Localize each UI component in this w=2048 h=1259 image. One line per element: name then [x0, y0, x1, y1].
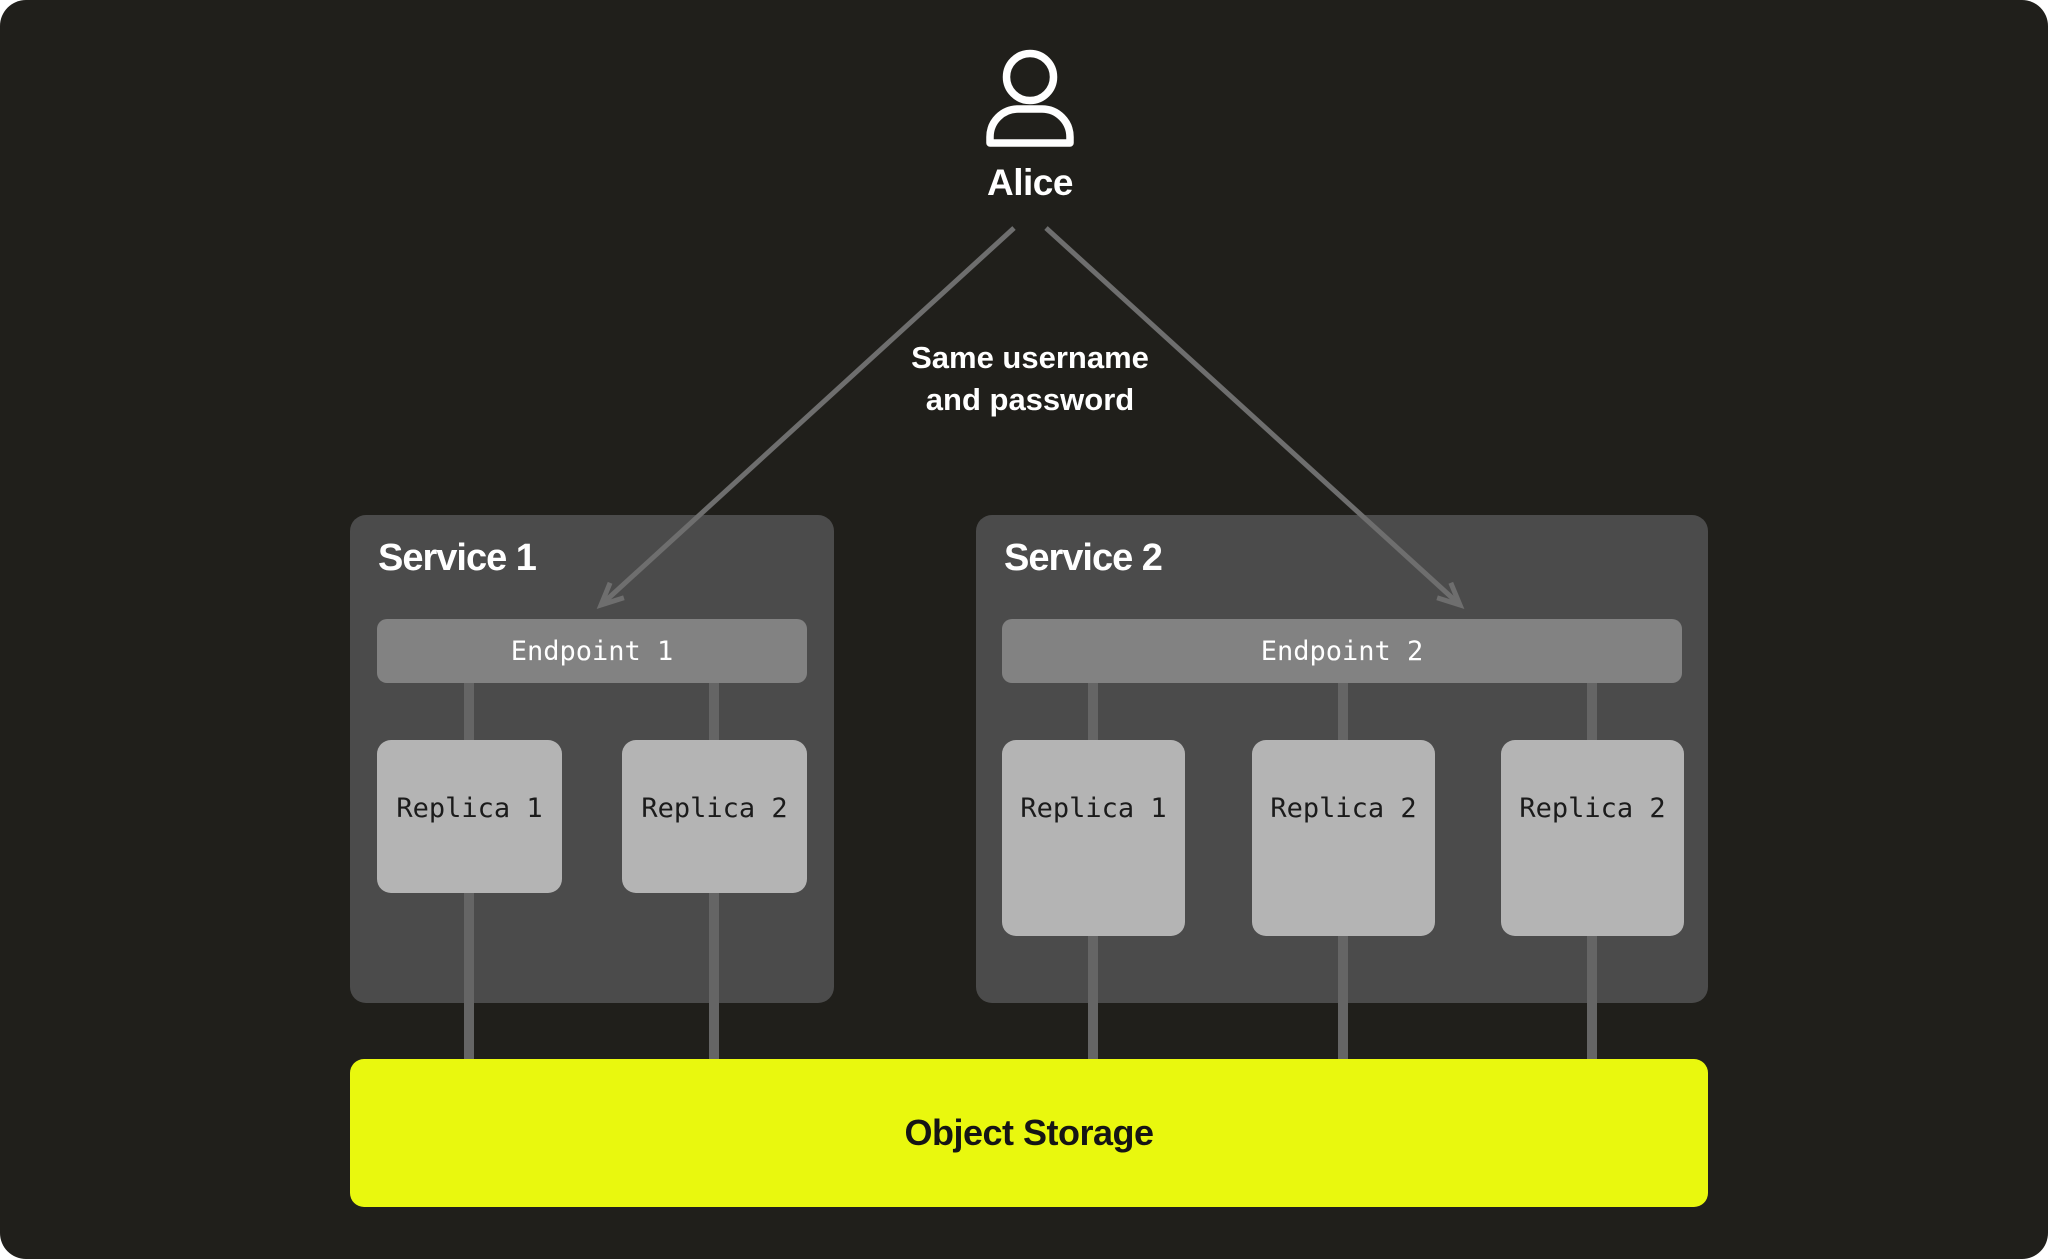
- service-1-endpoint: Endpoint 1: [377, 619, 807, 683]
- service-1-replica-1: Replica 1: [377, 740, 562, 893]
- object-storage-label: Object Storage: [904, 1112, 1154, 1153]
- object-storage-bar: Object Storage: [350, 1059, 1708, 1207]
- service-2-title: Service 2: [1004, 537, 1163, 579]
- service-2-replica-3: Replica 2: [1501, 740, 1684, 936]
- service-1-title: Service 1: [378, 537, 537, 579]
- service-2-panel: Service 2 Endpoint 2 Replica 1 Replica 2…: [976, 515, 1708, 1003]
- service-2-replica-1: Replica 1: [1002, 740, 1185, 936]
- service-1-replica-2: Replica 2: [622, 740, 807, 893]
- service-2-replica-2: Replica 2: [1252, 740, 1435, 936]
- auth-note-line1: Same username: [911, 340, 1149, 375]
- auth-note: Same username and password: [780, 337, 1280, 421]
- user-icon: [986, 49, 1074, 147]
- service-1-panel: Service 1 Endpoint 1 Replica 1 Replica 2: [350, 515, 834, 1003]
- user-label: Alice: [987, 162, 1073, 203]
- service-2-endpoint: Endpoint 2: [1002, 619, 1682, 683]
- auth-note-line2: and password: [925, 382, 1135, 417]
